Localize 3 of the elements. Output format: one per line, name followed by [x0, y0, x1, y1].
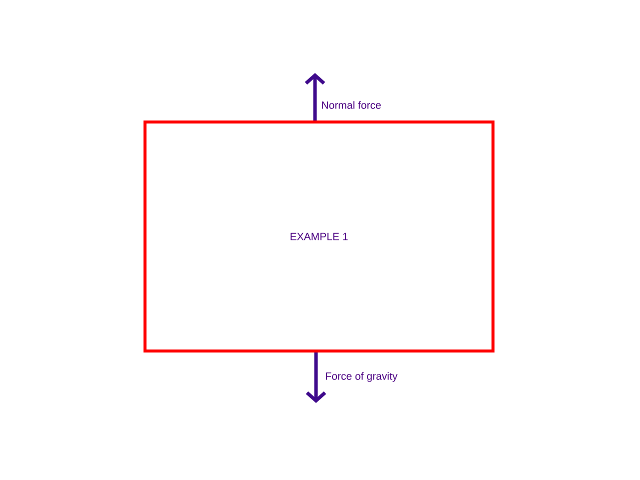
force-label: Normal force: [322, 101, 381, 109]
force-label: Force of gravity: [326, 372, 398, 382]
box: EXAMPLE 1: [144, 120, 494, 352]
